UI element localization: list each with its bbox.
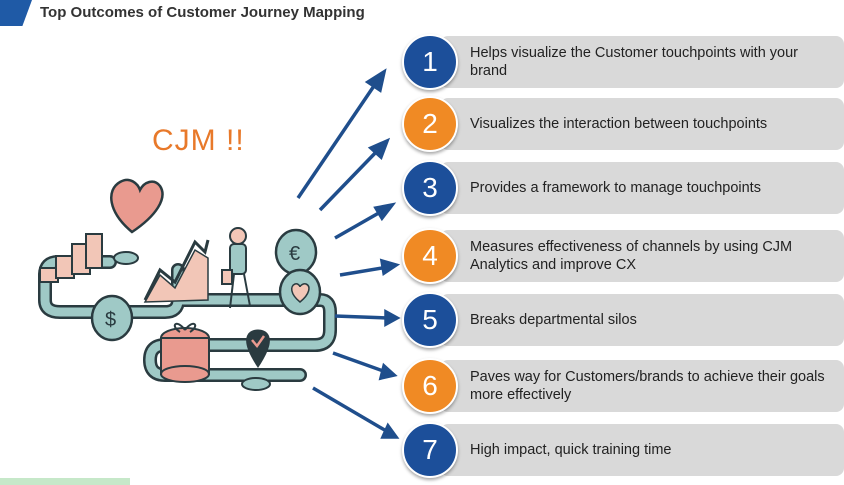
line-chart-icon xyxy=(143,239,210,303)
svg-text:$: $ xyxy=(105,309,116,331)
heart-icon xyxy=(110,178,164,265)
cjm-label: CJM !! xyxy=(152,124,245,157)
outcome-item: Measures effectiveness of channels by us… xyxy=(440,230,844,282)
outcome-number-badge: 1 xyxy=(402,34,458,90)
page-title: Top Outcomes of Customer Journey Mapping xyxy=(40,4,365,21)
title-bar: Top Outcomes of Customer Journey Mapping xyxy=(0,0,460,30)
outcome-number-badge: 3 xyxy=(402,160,458,216)
outcome-number-badge: 2 xyxy=(402,96,458,152)
bottom-accent-strip xyxy=(0,478,130,485)
outcome-number-badge: 5 xyxy=(402,292,458,348)
gift-box-icon xyxy=(160,322,210,383)
bar-chart-icon xyxy=(39,233,103,283)
outcome-item: High impact, quick training time xyxy=(440,424,844,476)
outcome-text: Breaks departmental silos xyxy=(470,312,637,328)
arrows xyxy=(296,68,401,439)
outcome-text: Provides a framework to manage touchpoin… xyxy=(470,180,761,196)
heart-coin-icon xyxy=(278,268,322,316)
outcome-item: Visualizes the interaction between touch… xyxy=(440,98,844,150)
outcome-number-badge: 6 xyxy=(402,358,458,414)
outcome-item: Breaks departmental silos xyxy=(440,294,844,346)
outcome-item: Provides a framework to manage touchpoin… xyxy=(440,162,844,214)
outcome-number-badge: 7 xyxy=(402,422,458,478)
outcome-text: Measures effectiveness of channels by us… xyxy=(470,239,793,273)
euro-coin-icon: € xyxy=(274,228,318,276)
outcome-text: Helps visualize the Customer touchpoints… xyxy=(470,45,799,79)
outcome-number-badge: 4 xyxy=(402,228,458,284)
outcome-text: High impact, quick training time xyxy=(470,442,672,458)
outcome-text: Paves way for Customers/brands to achiev… xyxy=(470,369,825,403)
person-walking-icon xyxy=(221,227,251,309)
dollar-coin-icon: $ xyxy=(90,294,134,342)
outcome-item: Helps visualize the Customer touchpoints… xyxy=(440,36,844,88)
svg-text:€: € xyxy=(289,243,300,265)
location-pin-icon xyxy=(241,329,271,391)
outcome-item: Paves way for Customers/brands to achiev… xyxy=(440,360,844,412)
outcome-text: Visualizes the interaction between touch… xyxy=(470,116,768,132)
